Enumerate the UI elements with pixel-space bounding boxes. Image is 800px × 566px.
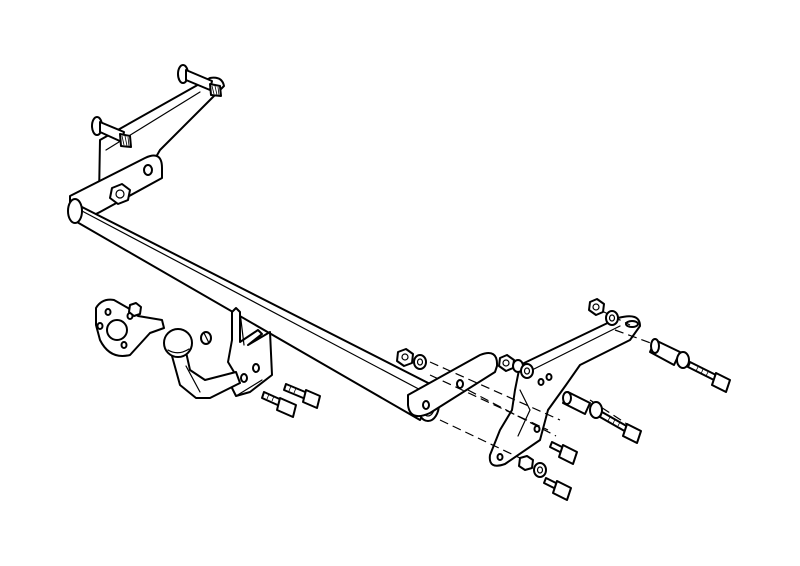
socket-plate	[95, 298, 165, 357]
tow-ball-bolt-2	[261, 391, 297, 418]
bracket-nut	[109, 183, 131, 205]
socket-plate-nut	[128, 302, 142, 317]
spacer-sleeve-upper	[649, 338, 690, 369]
spacer-sleeves	[562, 338, 690, 419]
left-mounting-bracket	[69, 64, 225, 219]
nuts-and-washers	[396, 298, 619, 478]
spacer-sleeve-lower	[562, 391, 603, 419]
short-bolt-2	[543, 477, 572, 501]
tow-ball-bracket	[227, 307, 273, 397]
right-mounting-bracket	[488, 315, 641, 467]
upper-stud-bolt-2	[91, 116, 132, 148]
mounting-bolts	[261, 361, 731, 501]
crossbar-end-plate	[407, 352, 499, 418]
short-bolt-1	[549, 441, 578, 465]
tow-ball-bolt-1	[283, 383, 321, 409]
long-bolt-upper	[687, 361, 731, 393]
long-bolt-lower	[599, 411, 642, 444]
tow-ball-neck	[163, 328, 241, 399]
upper-stud-bolt-1	[177, 64, 222, 97]
